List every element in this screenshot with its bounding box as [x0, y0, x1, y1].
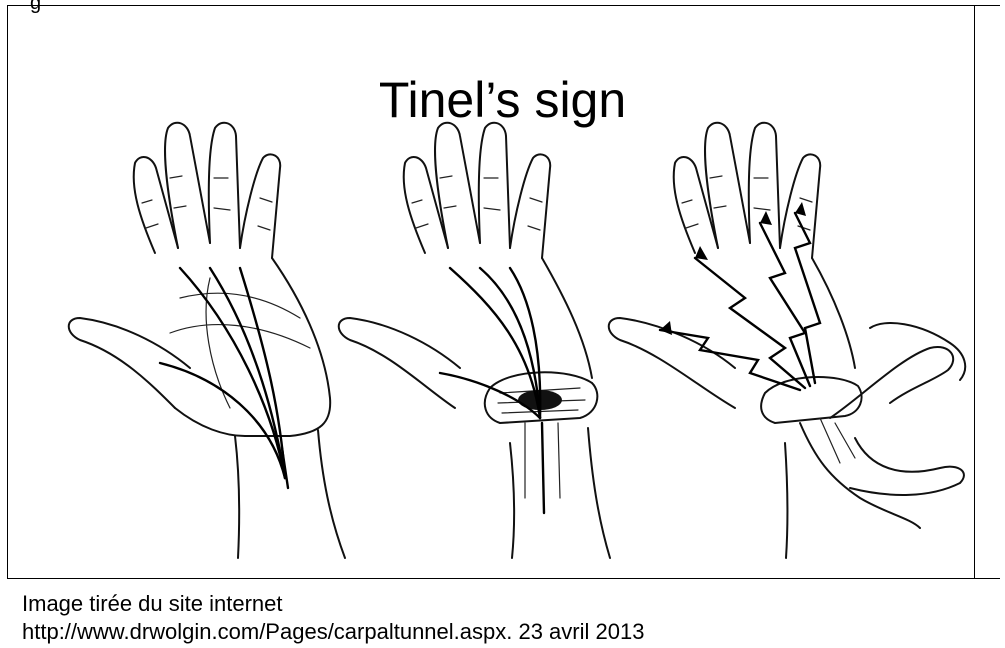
caption-line-2: http://www.drwolgin.com/Pages/carpaltunn…: [22, 618, 644, 646]
hand-nerves-icon: [60, 118, 350, 558]
hand-carpal-ligament-icon: [330, 118, 620, 558]
corner-text-fragment: g: [30, 0, 41, 13]
image-source-caption: Image tirée du site internet http://www.…: [22, 590, 644, 646]
hand-tinel-tap-icon: [600, 118, 980, 558]
caption-line-1: Image tirée du site internet: [22, 590, 644, 618]
frame-bottom-border: [7, 578, 1000, 579]
